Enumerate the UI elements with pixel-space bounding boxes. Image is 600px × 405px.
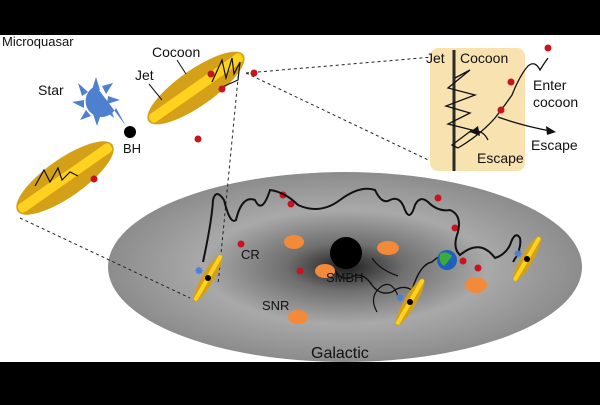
smbh-icon: [330, 237, 362, 269]
svg-text:✸: ✸: [513, 247, 523, 261]
escape-outer-label: Escape: [531, 137, 578, 153]
enter-cocoon-label-line2: cocoon: [533, 94, 578, 110]
microquasar-label: Microquasar: [2, 34, 74, 49]
lower-cocoon-zigzag: [34, 166, 79, 187]
cocoon-label: Cocoon: [152, 44, 200, 60]
black-hole-icon: [124, 126, 136, 138]
snr-label: SNR: [262, 298, 289, 313]
galactic-microquasar-right: ✸: [513, 236, 541, 282]
upper-jet-cocoon: [147, 51, 245, 125]
lower-jet-cocoon: [16, 141, 114, 215]
snr-blobs: [284, 235, 487, 324]
inset-enter-path: [457, 57, 549, 149]
svg-text:✸: ✸: [194, 264, 204, 278]
jet-pointer: [148, 83, 163, 101]
bh-label: BH: [123, 141, 141, 156]
earth-icon: [437, 250, 457, 270]
escape-inner-label: Escape: [477, 150, 524, 166]
star-icon: [72, 77, 126, 126]
upper-cocoon-zigzag: [211, 57, 241, 89]
zoom-lines: [19, 56, 446, 299]
inset-jet-label: Jet: [426, 50, 445, 66]
galactic-cr-path-mid: [371, 257, 399, 277]
galactic-microquasar-left: ✸: [193, 254, 223, 302]
jet-label: Jet: [135, 67, 154, 83]
star-label: Star: [38, 82, 64, 98]
smbh-label: SMBH: [326, 270, 364, 285]
galactic-cr-path-loop: [372, 283, 399, 313]
galactic-cr-path-lower: [334, 255, 448, 294]
svg-text:✸: ✸: [395, 291, 405, 305]
inner-escape-arrow-head: [470, 126, 480, 136]
galactic-cr-path-upper: [202, 187, 522, 263]
cr-label: CR: [241, 247, 260, 262]
galactic-microquasar-center: ✸: [395, 278, 425, 326]
escape-arrow-head: [546, 126, 556, 135]
cocoon-pointer: [176, 59, 187, 75]
galactic-label: Galactic: [311, 345, 369, 362]
inset-cocoon-label: Cocoon: [460, 50, 508, 66]
inset-escape-path: [497, 116, 551, 132]
enter-cocoon-label-line1: Enter: [533, 77, 567, 93]
inset-zigzag-path: [443, 69, 478, 149]
